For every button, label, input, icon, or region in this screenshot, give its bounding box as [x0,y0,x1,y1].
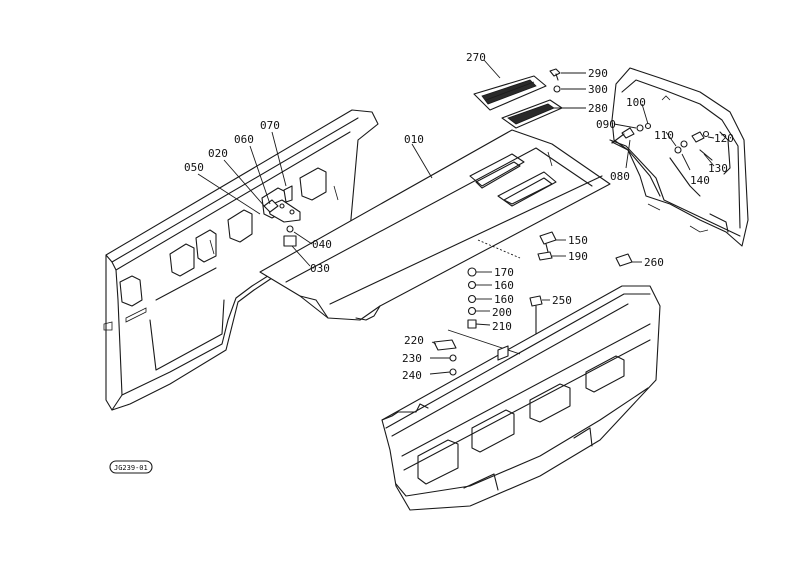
callout-270: 270 [466,51,486,64]
callout-labels: 270 290 300 280 100 090 110 120 130 140 … [184,51,734,382]
callout-170: 170 [494,266,514,279]
callout-050: 050 [184,161,204,174]
callout-210: 210 [492,320,512,333]
washer-300 [553,85,561,93]
callout-230: 230 [402,352,422,365]
callout-060: 060 [234,133,254,146]
drawing-stamp: JG239-01 [109,460,153,474]
callout-020: 020 [208,147,228,160]
callout-240: 240 [402,369,422,382]
hinge-bracket-060 [263,199,301,223]
callout-150: 150 [568,234,588,247]
bolt-140 [669,146,701,197]
callout-300: 300 [588,83,608,96]
callout-260: 260 [644,256,664,269]
callout-250: 250 [552,294,572,307]
callout-110: 110 [654,129,674,142]
callout-080: 080 [610,170,630,183]
bracket-220 [433,339,457,376]
callout-160-lower: 160 [494,293,514,306]
leader-lines [197,59,715,375]
screw-290 [549,68,561,81]
callout-290: 290 [588,67,608,80]
callout-040: 040 [312,238,332,251]
callout-010: 010 [404,133,424,146]
callout-090: 090 [596,118,616,131]
right-side-panel [609,67,749,247]
callout-100: 100 [626,96,646,109]
callout-220: 220 [404,334,424,347]
callout-160-upper: 160 [494,279,514,292]
stamp-code: JG239-01 [114,464,148,472]
bolt-assembly-110 [661,95,710,148]
callout-030: 030 [310,262,330,275]
callout-190: 190 [568,250,588,263]
callout-200: 200 [492,306,512,319]
cap-260 [615,253,633,267]
latch-150 [537,231,557,261]
pin-070 [283,185,293,203]
hardware-stack-170 [467,267,477,329]
callout-070: 070 [260,119,280,132]
callout-130: 130 [708,162,728,175]
grille-270 [473,75,547,111]
grille-280 [501,99,563,129]
left-side-panel [103,109,379,411]
bolt-assembly-090 [611,122,652,144]
bolt-030 [283,225,297,247]
bolt-130 [699,149,713,161]
callout-120: 120 [714,132,734,145]
callout-280: 280 [588,102,608,115]
callout-140: 140 [690,174,710,187]
floor-panel [259,129,611,321]
front-panel [381,285,661,511]
pin-250 [529,295,543,335]
